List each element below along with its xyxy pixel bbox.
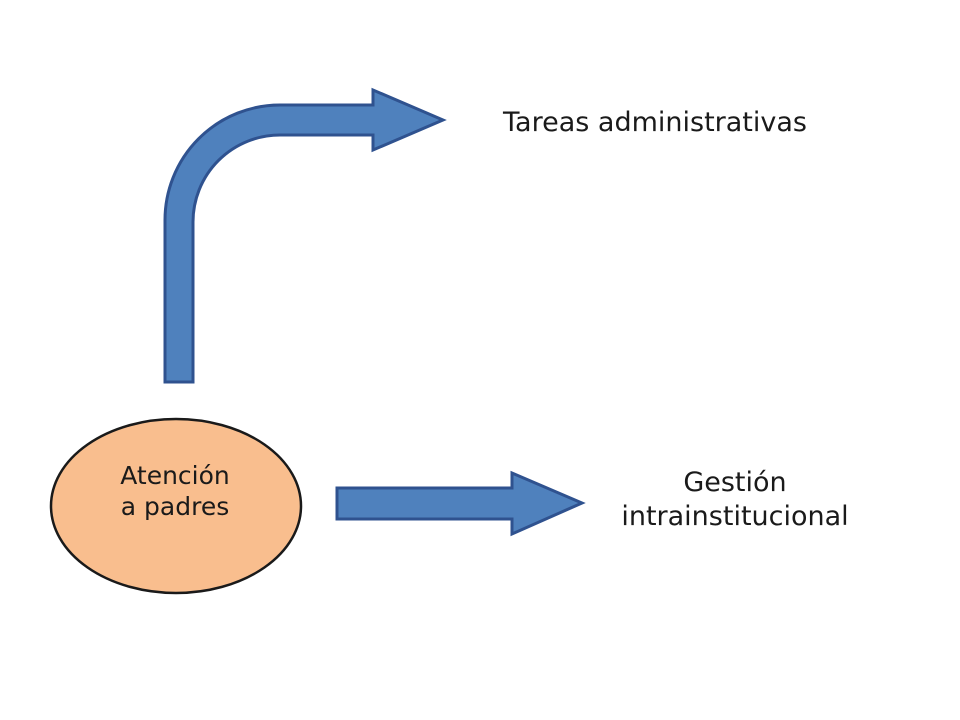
straight-arrow-to-gestion (335, 470, 586, 537)
node-label-atencion-a-padres: Atención a padres (70, 460, 280, 523)
node-label-gestion-intrainstitucional: Gestión intrainstitucional (580, 466, 890, 534)
atencion-line-1: Atención (120, 461, 230, 490)
source-node-ellipse (49, 417, 303, 595)
node-label-tareas-administrativas: Tareas administrativas (503, 107, 807, 138)
gestion-line-1: Gestión (683, 467, 787, 498)
bent-arrow-to-tareas (163, 87, 447, 384)
atencion-line-2: a padres (120, 492, 230, 522)
gestion-line-2: intrainstitucional (621, 500, 849, 532)
